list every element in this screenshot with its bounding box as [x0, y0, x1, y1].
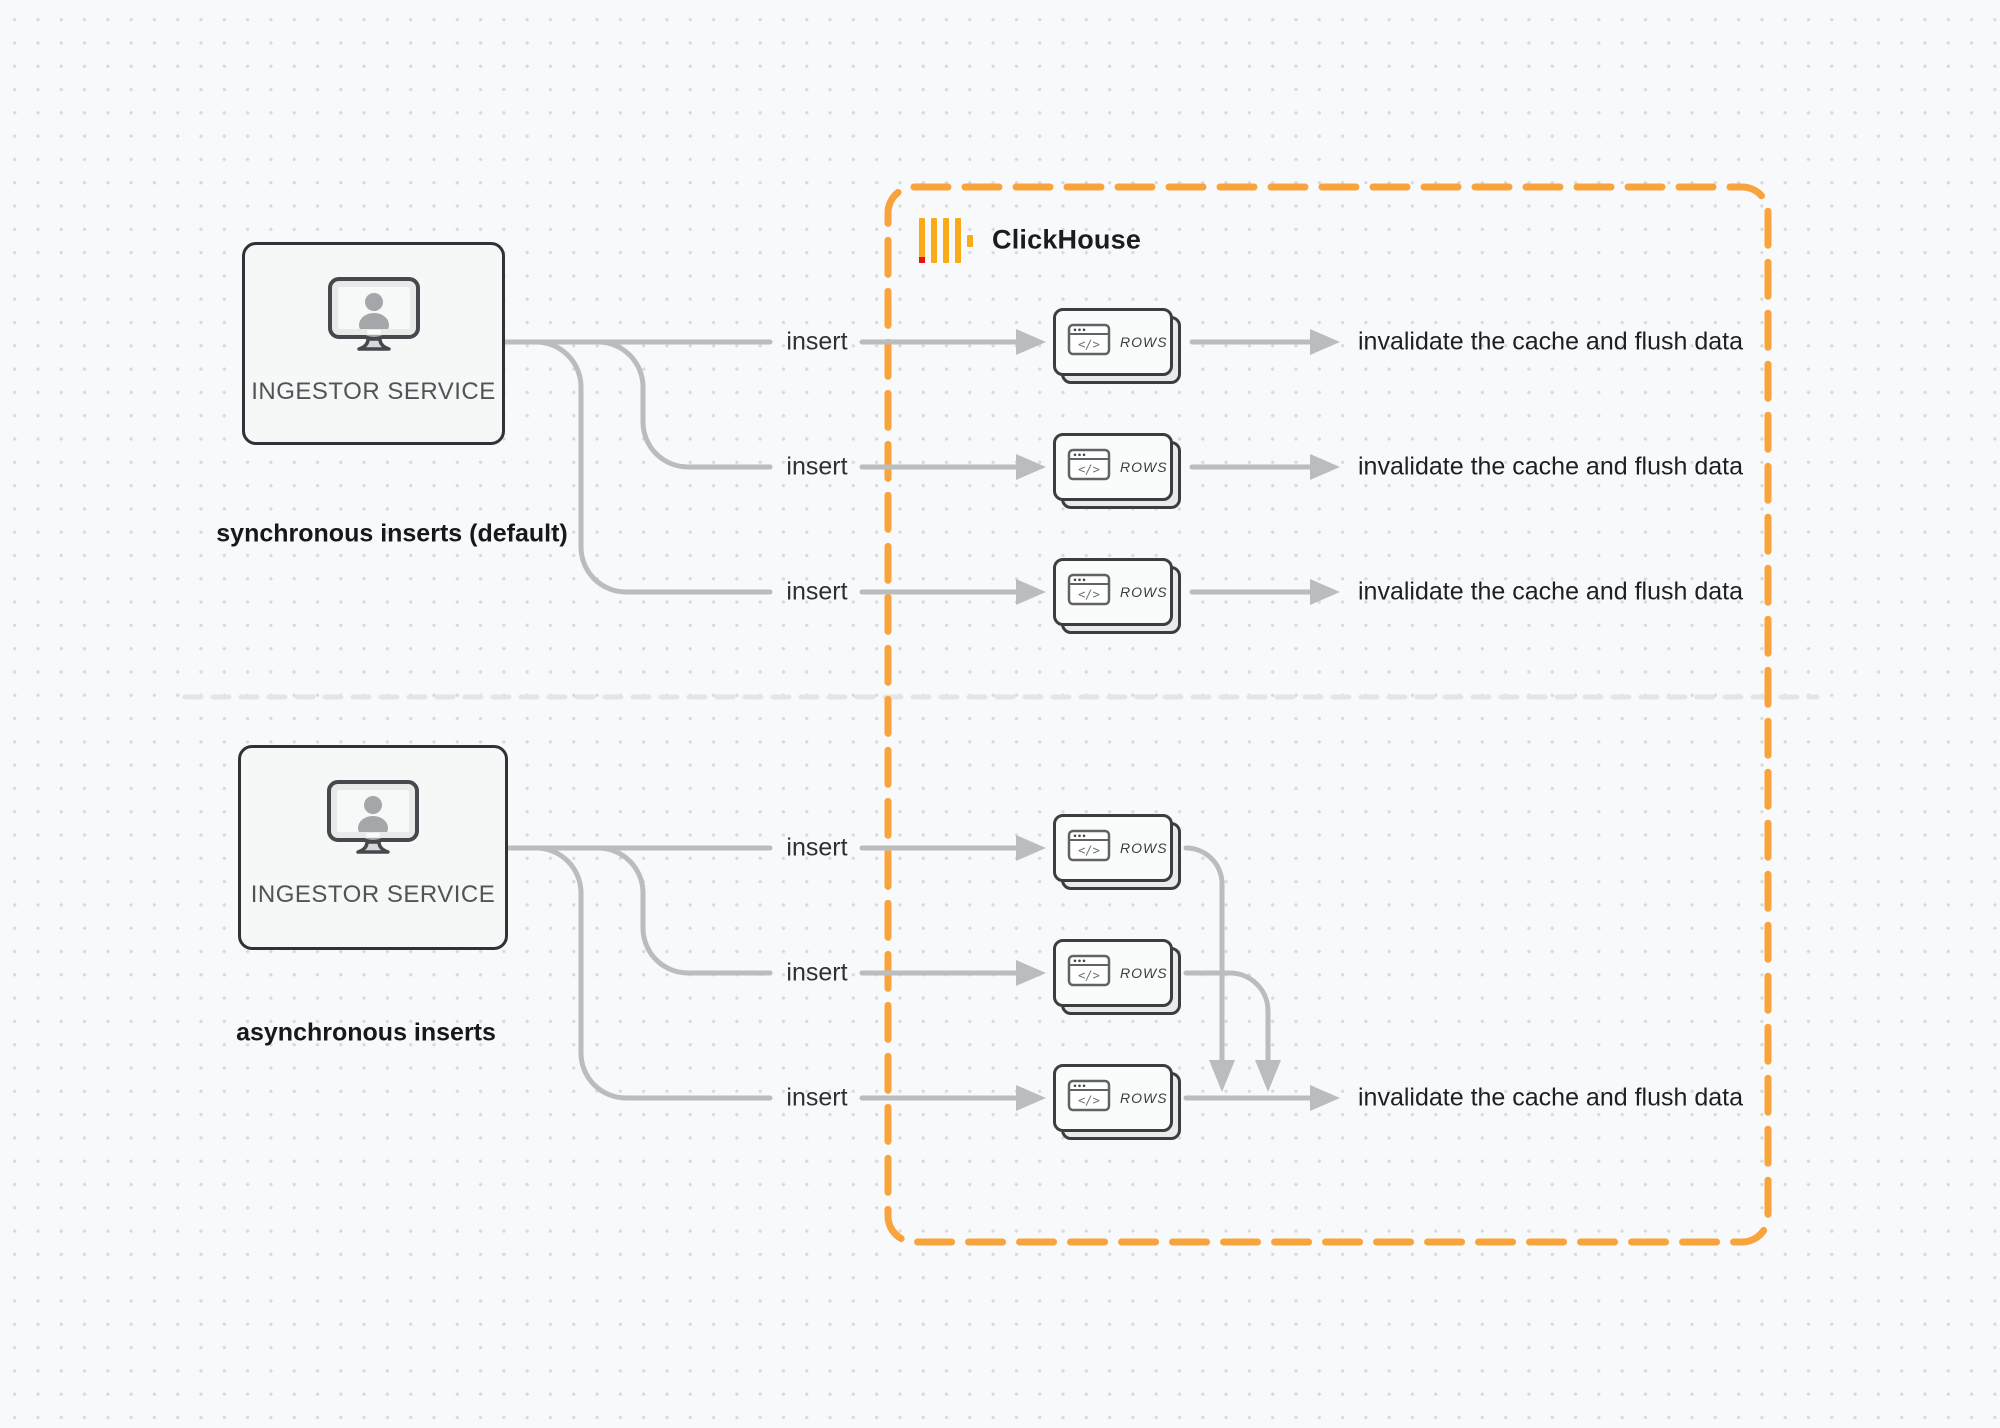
rows-label: ROWS	[1120, 1090, 1168, 1106]
clickhouse-dashed-border	[884, 183, 1772, 1246]
rows-label: ROWS	[1120, 584, 1168, 600]
sync-branch-row3	[533, 339, 773, 595]
async-insert-label-2: insert	[786, 958, 848, 987]
async-rows-node-1: </> ROWS	[1053, 814, 1181, 890]
sync-insert-label-2: insert	[786, 452, 848, 481]
code-window-icon: </>	[1067, 1079, 1111, 1117]
sync-insert-label-1: insert	[786, 327, 848, 356]
sync-result-label-1: invalidate the cache and flush data	[1358, 327, 1743, 356]
stacked-card-front: </> ROWS	[1053, 433, 1173, 501]
async-arrowheads	[1016, 835, 1340, 1111]
async-ingestor-service-box: INGESTOR SERVICE	[238, 745, 508, 950]
sync-caption: synchronous inserts (default)	[216, 519, 568, 548]
async-node2-drop	[1183, 970, 1271, 1063]
code-window-icon: </>	[1067, 829, 1111, 867]
svg-text:</>: </>	[1078, 588, 1100, 602]
service-label: INGESTOR SERVICE	[250, 881, 496, 908]
stacked-card-front: </> ROWS	[1053, 558, 1173, 626]
sync-rows-node-1: </> ROWS	[1053, 308, 1181, 384]
async-rows-node-3: </> ROWS	[1053, 1064, 1181, 1140]
sync-rows-node-3: </> ROWS	[1053, 558, 1181, 634]
svg-text:</>: </>	[1078, 969, 1100, 983]
rows-label: ROWS	[1120, 965, 1168, 981]
clickhouse-logo-bar-short	[967, 234, 973, 247]
rows-label: ROWS	[1120, 459, 1168, 475]
clickhouse-logo-bar	[919, 218, 925, 263]
async-insert-label-1: insert	[786, 833, 848, 862]
async-result-label: invalidate the cache and flush data	[1358, 1083, 1743, 1112]
code-window-icon: </>	[1067, 448, 1111, 486]
sync-ingestor-service-box: INGESTOR SERVICE	[242, 242, 505, 445]
clickhouse-logo-bar	[931, 218, 937, 263]
stacked-card-front: </> ROWS	[1053, 939, 1173, 1007]
clickhouse-logo-bar	[943, 218, 949, 263]
monitor-user-icon	[325, 778, 421, 861]
monitor-user-icon	[326, 275, 422, 358]
async-insert-label-3: insert	[786, 1083, 848, 1112]
rows-label: ROWS	[1120, 334, 1168, 350]
sync-arrowheads	[1016, 329, 1340, 605]
svg-text:</>: </>	[1078, 1094, 1100, 1108]
svg-text:</>: </>	[1078, 338, 1100, 352]
sync-result-label-3: invalidate the cache and flush data	[1358, 577, 1743, 606]
clickhouse-wordmark: ClickHouse	[992, 224, 1142, 255]
stacked-card-front: </> ROWS	[1053, 308, 1173, 376]
service-label: INGESTOR SERVICE	[251, 378, 496, 405]
sync-result-label-2: invalidate the cache and flush data	[1358, 452, 1743, 481]
async-caption: asynchronous inserts	[236, 1018, 496, 1047]
sync-connectors	[502, 339, 1315, 595]
svg-text:</>: </>	[1078, 844, 1100, 858]
sync-rows-node-2: </> ROWS	[1053, 433, 1181, 509]
stacked-card-front: </> ROWS	[1053, 1064, 1173, 1132]
clickhouse-logo-red-accent	[919, 257, 925, 263]
async-branch-row2	[595, 845, 773, 976]
code-window-icon: </>	[1067, 323, 1111, 361]
code-window-icon: </>	[1067, 954, 1111, 992]
async-node1-drop	[1183, 845, 1225, 1063]
sync-branch-row2	[595, 339, 773, 470]
async-rows-node-2: </> ROWS	[1053, 939, 1181, 1015]
async-connectors	[505, 845, 1315, 1101]
async-branch-row3	[533, 845, 773, 1101]
clickhouse-logo	[919, 218, 973, 263]
stacked-card-front: </> ROWS	[1053, 814, 1173, 882]
rows-label: ROWS	[1120, 840, 1168, 856]
sync-insert-label-3: insert	[786, 577, 848, 606]
clickhouse-logo-bar	[955, 218, 961, 263]
svg-text:</>: </>	[1078, 463, 1100, 477]
code-window-icon: </>	[1067, 573, 1111, 611]
